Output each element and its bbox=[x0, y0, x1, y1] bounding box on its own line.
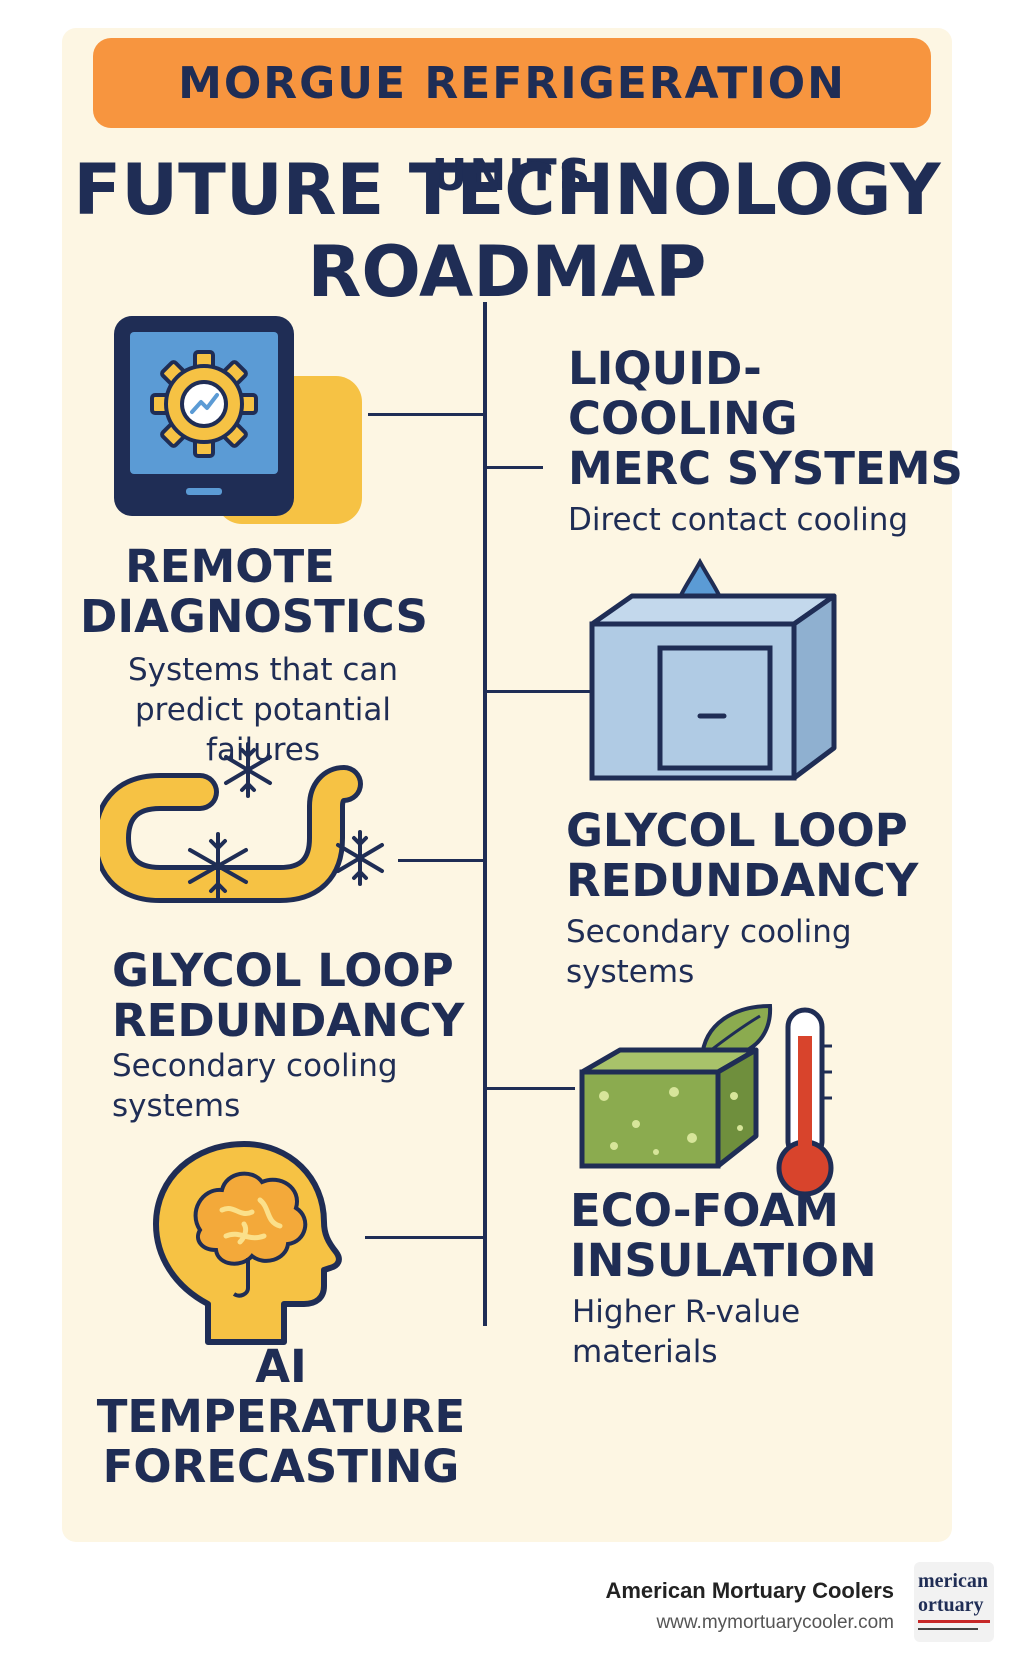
brain-head-icon bbox=[153, 1141, 342, 1345]
logo-text-line-1: merican bbox=[918, 1570, 988, 1592]
page-title-line-1: FUTURE TECHNOLOGY bbox=[73, 149, 941, 231]
page-title-line-2: ROADMAP bbox=[307, 231, 707, 313]
gear-tablet-icon bbox=[114, 316, 362, 524]
company-logo: merican ortuary bbox=[914, 1562, 994, 1642]
timeline-spine bbox=[483, 302, 487, 1326]
eco-foam-desc: Higher R-value materials bbox=[572, 1294, 801, 1370]
pipe-snowflake-icon bbox=[100, 742, 384, 903]
liquid-cooling-heading: LIQUID- COOLING MERC SYSTEMS bbox=[568, 342, 963, 495]
connector-ai-forecasting bbox=[365, 1236, 485, 1239]
logo-red-bar bbox=[918, 1620, 990, 1623]
footer-brand: American Mortuary Coolers bbox=[605, 1578, 894, 1603]
remote-diagnostics-desc: Systems that can predict potantial failu… bbox=[127, 652, 399, 768]
glycol-right-heading: GLYCOL LOOP REDUNDANCY bbox=[566, 804, 919, 907]
logo-text-line-2: ortuary bbox=[918, 1594, 984, 1616]
top-banner: MORGUE REFRIGERATION UNITS bbox=[93, 38, 931, 201]
connector-glycol-left bbox=[398, 859, 485, 862]
glycol-left-heading: GLYCOL LOOP REDUNDANCY bbox=[112, 944, 465, 1047]
glycol-right-desc: Secondary cooling systems bbox=[566, 914, 852, 990]
connector-remote-diagnostics bbox=[368, 413, 485, 416]
footer-url[interactable]: www.mymortuarycooler.com bbox=[656, 1612, 894, 1633]
foam-block-thermometer-icon bbox=[579, 1003, 834, 1197]
connector-eco-foam bbox=[485, 1087, 575, 1090]
ai-forecasting-heading: AI TEMPERATURE FORECASTING bbox=[96, 1340, 466, 1493]
connector-glycol-right bbox=[485, 690, 590, 693]
eco-foam-heading: ECO-FOAM INSULATION bbox=[570, 1184, 877, 1287]
water-drop-box-icon bbox=[589, 557, 837, 781]
glycol-left-desc: Secondary cooling systems bbox=[112, 1048, 398, 1124]
connector-liquid-cooling bbox=[485, 466, 543, 469]
logo-tagline-bar bbox=[918, 1628, 978, 1630]
liquid-cooling-desc: Direct contact cooling bbox=[568, 502, 909, 538]
remote-diagnostics-heading: REMOTE DIAGNOSTICS bbox=[80, 540, 428, 643]
